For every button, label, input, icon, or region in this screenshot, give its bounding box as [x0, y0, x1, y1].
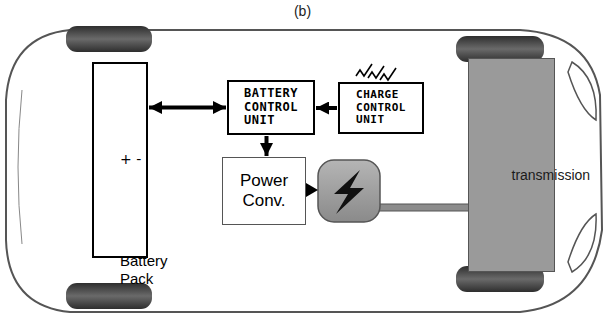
electric-motor [318, 160, 380, 222]
lightning-symbol [334, 170, 364, 214]
flow-arrow [149, 106, 226, 110]
node-label: + - [120, 151, 141, 167]
power-arrow-head [306, 183, 318, 197]
rear-light [568, 214, 596, 272]
transmission-box: transmission [468, 58, 555, 272]
node-label: transmission [512, 167, 591, 183]
charge-control-unit: CHARGE CONTROL UNIT [338, 82, 424, 134]
node-label: BATTERY CONTROL UNIT [244, 87, 298, 128]
battery-pack: + -Battery Pack [92, 62, 148, 258]
figure-title: (b) [0, 3, 605, 19]
flow-arrow [265, 136, 269, 156]
flow-arrow [316, 106, 337, 110]
rear-light [568, 62, 596, 120]
power-converter: Power Conv. [222, 157, 306, 225]
node-label: Power Conv. [227, 171, 301, 210]
car-body [6, 30, 602, 312]
wheel [66, 26, 152, 52]
battery-control-unit: BATTERY CONTROL UNIT [227, 80, 315, 135]
charge-symbol [356, 64, 396, 80]
bumper-line [18, 90, 22, 244]
node-label: CHARGE CONTROL UNIT [356, 89, 406, 127]
drive-shaft [378, 204, 472, 211]
